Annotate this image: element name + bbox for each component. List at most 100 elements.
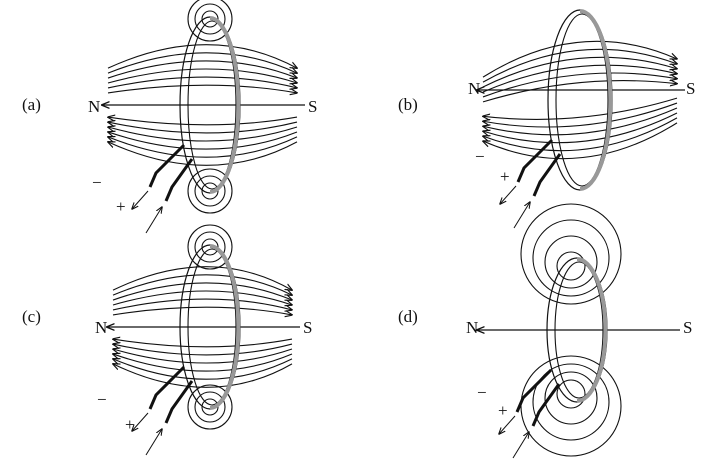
wire-lead-positive: [532, 153, 562, 197]
field-line: [482, 40, 677, 78]
field-line: [107, 44, 297, 68]
circular-field-line: [194, 231, 226, 263]
circular-field-line: [544, 235, 598, 289]
field-line: [113, 354, 293, 372]
wire-lead-positive: [164, 158, 194, 202]
wire-lead-negative: [516, 138, 554, 183]
field-line: [113, 349, 293, 364]
field-line: [483, 102, 678, 128]
circular-field-line: [187, 168, 233, 214]
field-line: [108, 142, 298, 166]
circular-field-line: [187, 384, 233, 430]
current-loop-inner: [187, 248, 237, 406]
current-loop-inner: [555, 13, 609, 187]
current-loop-shade: [209, 244, 241, 410]
field-line: [113, 339, 293, 348]
panel-d: (d) N S − +: [398, 307, 692, 420]
circular-field-line: [520, 203, 622, 305]
south-label: S: [308, 97, 317, 116]
plus-label: +: [116, 197, 126, 216]
wire-lead-negative: [148, 365, 186, 410]
circular-field-line: [532, 363, 610, 441]
field-line: [112, 282, 292, 300]
panel-label: (b): [398, 95, 418, 114]
field-line: [112, 290, 292, 305]
field-line: [112, 306, 292, 315]
field-line: [107, 68, 297, 83]
field-line: [107, 52, 297, 73]
circular-field-line: [544, 371, 598, 425]
field-line: [483, 107, 678, 136]
minus-label: −: [97, 390, 107, 409]
field-line: [113, 344, 293, 356]
panel-c: (c) N S − +: [22, 307, 312, 434]
current-arrow-in: [145, 429, 162, 456]
plus-label: +: [500, 167, 510, 186]
current-loop-shade: [209, 16, 241, 194]
plus-label: +: [125, 415, 135, 434]
current-loop-inner: [187, 20, 237, 190]
field-line: [483, 97, 678, 119]
field-line: [482, 72, 677, 98]
field-line: [112, 274, 292, 295]
field-line: [108, 137, 298, 158]
minus-label: −: [92, 173, 102, 192]
field-line: [482, 64, 677, 93]
wire-lead-positive: [531, 383, 561, 427]
current-loop-inner: [554, 261, 604, 399]
circular-field-line: [187, 0, 233, 42]
field-line: [107, 60, 297, 78]
minus-label: −: [475, 147, 485, 166]
south-label: S: [686, 79, 695, 98]
current-arrow-out: [132, 412, 149, 431]
circular-field-line: [520, 355, 622, 457]
wire-lead-positive: [164, 380, 194, 424]
field-line: [113, 364, 293, 388]
field-line: [108, 117, 298, 126]
field-line: [482, 81, 677, 103]
current-arrow-in: [145, 207, 162, 234]
current-arrow-out: [499, 415, 516, 434]
current-loop-shade: [576, 257, 608, 403]
panel-label: (d): [398, 307, 418, 326]
field-line: [112, 298, 292, 310]
wire-lead-negative: [148, 143, 186, 188]
current-arrow-in: [513, 202, 530, 229]
field-line: [108, 132, 298, 150]
south-label: S: [303, 318, 312, 337]
current-loop-shade: [579, 9, 613, 191]
field-line: [483, 122, 678, 160]
minus-label: −: [477, 383, 487, 402]
panel-label: (a): [22, 95, 41, 114]
circular-field-line: [194, 391, 226, 423]
north-label: N: [468, 79, 480, 98]
north-label: N: [95, 318, 107, 337]
panel-label: (c): [22, 307, 41, 326]
north-label: N: [88, 97, 100, 116]
field-line: [113, 359, 293, 380]
current-arrow-in: [512, 432, 529, 459]
field-line: [482, 56, 677, 88]
field-line: [107, 84, 297, 93]
field-line: [108, 127, 298, 142]
panel-a: (a) N S − +: [22, 95, 317, 216]
circular-field-line: [194, 3, 226, 35]
field-line: [483, 117, 678, 152]
field-line: [112, 266, 292, 290]
north-label: N: [466, 318, 478, 337]
panel-b: (b) N S − +: [398, 79, 695, 186]
circular-field-line: [532, 219, 610, 297]
current-arrow-out: [132, 190, 149, 209]
circular-field-line: [194, 175, 226, 207]
plus-label: +: [498, 401, 508, 420]
current-arrow-out: [500, 185, 517, 204]
field-line: [107, 76, 297, 88]
circular-field-line: [556, 379, 586, 409]
wire-lead-negative: [515, 368, 553, 413]
field-line: [482, 48, 677, 83]
field-line: [483, 112, 678, 144]
south-label: S: [683, 318, 692, 337]
circular-field-line: [187, 224, 233, 270]
